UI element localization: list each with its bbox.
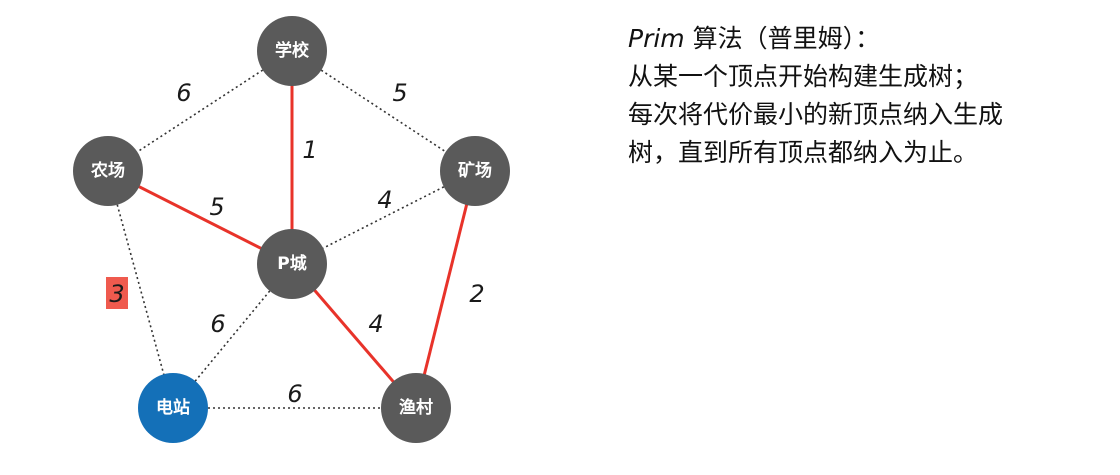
- edge-school-mine: [291, 50, 476, 172]
- edge-weight-pcity-fishing: 4: [368, 310, 383, 338]
- edge-weight-school-pcity: 1: [302, 136, 317, 164]
- node-school[interactable]: 学校: [257, 16, 327, 86]
- edge-weight-pcity-power: 6: [210, 310, 225, 338]
- edge-weight-school-mine: 5: [392, 79, 407, 107]
- node-circle: [138, 373, 208, 443]
- node-label: P城: [277, 254, 306, 274]
- edge-mine-fishing: [414, 170, 477, 409]
- algorithm-title-rest: 算法（普里姆）：: [684, 24, 881, 53]
- algorithm-explanation: Prim 算法（普里姆）： 从某一个顶点开始构建生成树； 每次将代价最小的新顶点…: [628, 20, 1098, 172]
- node-label: 农场: [90, 160, 125, 181]
- node-circle: [73, 136, 143, 206]
- node-label: 矿场: [458, 160, 492, 181]
- explanation-title-line: Prim 算法（普里姆）：: [628, 20, 1098, 58]
- node-circle: [440, 136, 510, 206]
- node-circle: [381, 373, 451, 443]
- node-mine[interactable]: 矿场: [440, 136, 510, 206]
- node-power[interactable]: 电站: [138, 373, 208, 443]
- edge-weight-power-fishing: 6: [287, 380, 302, 408]
- node-fishing[interactable]: 渔村: [381, 373, 451, 443]
- node-pcity[interactable]: P城: [257, 229, 327, 299]
- explanation-line-4: 树，直到所有顶点都纳入为止。: [628, 138, 979, 167]
- node-label: 电站: [156, 397, 190, 418]
- node-circle: [257, 229, 327, 299]
- edge-weight-mine-pcity: 4: [377, 186, 392, 214]
- edge-weights-layer: 6 5 1 5 4 3 2 6 4 6: [106, 79, 485, 408]
- node-circle: [257, 16, 327, 86]
- node-label: 学校: [275, 40, 310, 61]
- edge-weight-farm-power: 3: [109, 280, 124, 308]
- edge-weight-school-farm: 6: [176, 79, 191, 107]
- edge-farm-power: [107, 170, 174, 409]
- node-farm[interactable]: 农场: [73, 136, 143, 206]
- edge-school-farm: [107, 50, 293, 172]
- edge-weight-highlight-box: [106, 277, 128, 309]
- edge-weight-farm-pcity: 5: [209, 193, 224, 221]
- explanation-line-2: 从某一个顶点开始构建生成树；: [628, 62, 979, 91]
- explanation-line-3: 每次将代价最小的新顶点纳入生成: [628, 100, 1004, 129]
- node-label: 渔村: [399, 397, 433, 418]
- edge-weight-mine-fishing: 2: [469, 280, 484, 308]
- algorithm-name: Prim: [628, 24, 685, 53]
